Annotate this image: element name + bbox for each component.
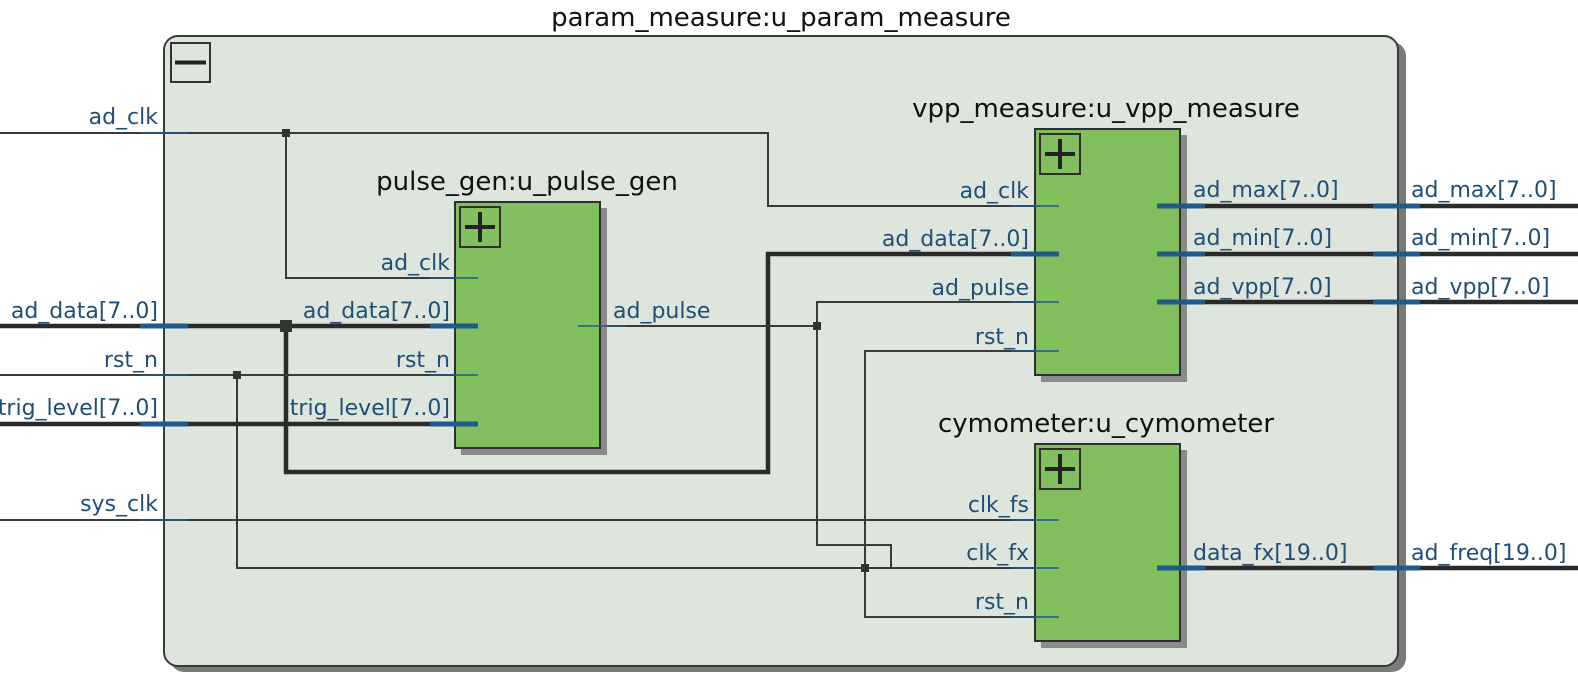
plus-icon <box>1045 454 1075 484</box>
port-label-sys-clk: sys_clk <box>80 492 158 517</box>
vpp-in-ad-clk: ad_clk <box>960 179 1030 204</box>
vpp-in-rst-n: rst_n <box>975 325 1029 350</box>
port-label-ad-min: ad_min[7..0] <box>1411 226 1550 251</box>
net-ad-clk-to-pulse <box>285 133 478 279</box>
pulse-gen-title: pulse_gen:u_pulse_gen <box>376 167 678 197</box>
junction-rst-n-cymo <box>861 564 869 572</box>
plus-icon <box>465 212 495 242</box>
net-ad-pulse-to-vpp <box>816 301 1059 326</box>
pulse-gen-in-rst-n: rst_n <box>396 348 450 373</box>
param-measure-container <box>163 35 1399 667</box>
port-label-rst-n: rst_n <box>104 348 158 373</box>
port-label-ad-max: ad_max[7..0] <box>1411 178 1557 203</box>
cymo-out-data-fx: data_fx[19..0] <box>1193 541 1347 566</box>
vpp-measure-title: vpp_measure:u_vpp_measure <box>912 94 1300 124</box>
port-label-ad-freq: ad_freq[19..0] <box>1411 541 1566 566</box>
junction-ad-pulse <box>813 322 821 330</box>
port-label-ad-clk: ad_clk <box>89 105 159 130</box>
pulse-gen-in-trig-level: trig_level[7..0] <box>290 396 450 421</box>
port-label-ad-data: ad_data[7..0] <box>11 299 158 324</box>
collapse-button[interactable] <box>170 42 211 83</box>
pulse-gen-out-ad-pulse: ad_pulse <box>613 299 710 324</box>
junction-rst-n <box>233 371 241 379</box>
plus-icon <box>1045 139 1075 169</box>
junction-ad-data <box>280 320 292 332</box>
expand-button[interactable] <box>459 206 501 248</box>
vpp-in-ad-pulse: ad_pulse <box>932 276 1029 301</box>
pulse-gen-in-ad-clk: ad_clk <box>381 251 451 276</box>
cymo-in-clk-fs: clk_fs <box>968 493 1029 518</box>
junction-ad-clk <box>282 129 290 137</box>
expand-button[interactable] <box>1039 133 1081 175</box>
pulse-gen-block[interactable] <box>454 201 607 455</box>
cymometer-title: cymometer:u_cymometer <box>938 409 1274 439</box>
vpp-out-ad-min: ad_min[7..0] <box>1193 226 1332 251</box>
net-ad-pulse-to-clkfx <box>816 326 892 568</box>
net-ad-clk <box>0 132 1059 207</box>
net-rst-n-to-vpp <box>864 350 1059 568</box>
cymo-in-rst-n: rst_n <box>975 590 1029 615</box>
pulse-gen-in-ad-data: ad_data[7..0] <box>303 299 450 324</box>
diagram-title: param_measure:u_param_measure <box>551 3 1011 33</box>
cymometer-block[interactable] <box>1034 443 1187 648</box>
vpp-measure-block[interactable] <box>1034 128 1187 382</box>
vpp-out-ad-max: ad_max[7..0] <box>1193 178 1339 203</box>
cymo-in-clk-fx: clk_fx <box>966 541 1029 566</box>
net-rst-n-down <box>236 375 1059 569</box>
net-rst-n-to-cymo <box>864 568 1059 618</box>
vpp-in-ad-data: ad_data[7..0] <box>882 227 1029 252</box>
vpp-out-ad-vpp: ad_vpp[7..0] <box>1193 275 1332 300</box>
port-label-trig-level: trig_level[7..0] <box>0 396 158 421</box>
port-label-ad-vpp: ad_vpp[7..0] <box>1411 275 1550 300</box>
expand-button[interactable] <box>1039 448 1081 490</box>
